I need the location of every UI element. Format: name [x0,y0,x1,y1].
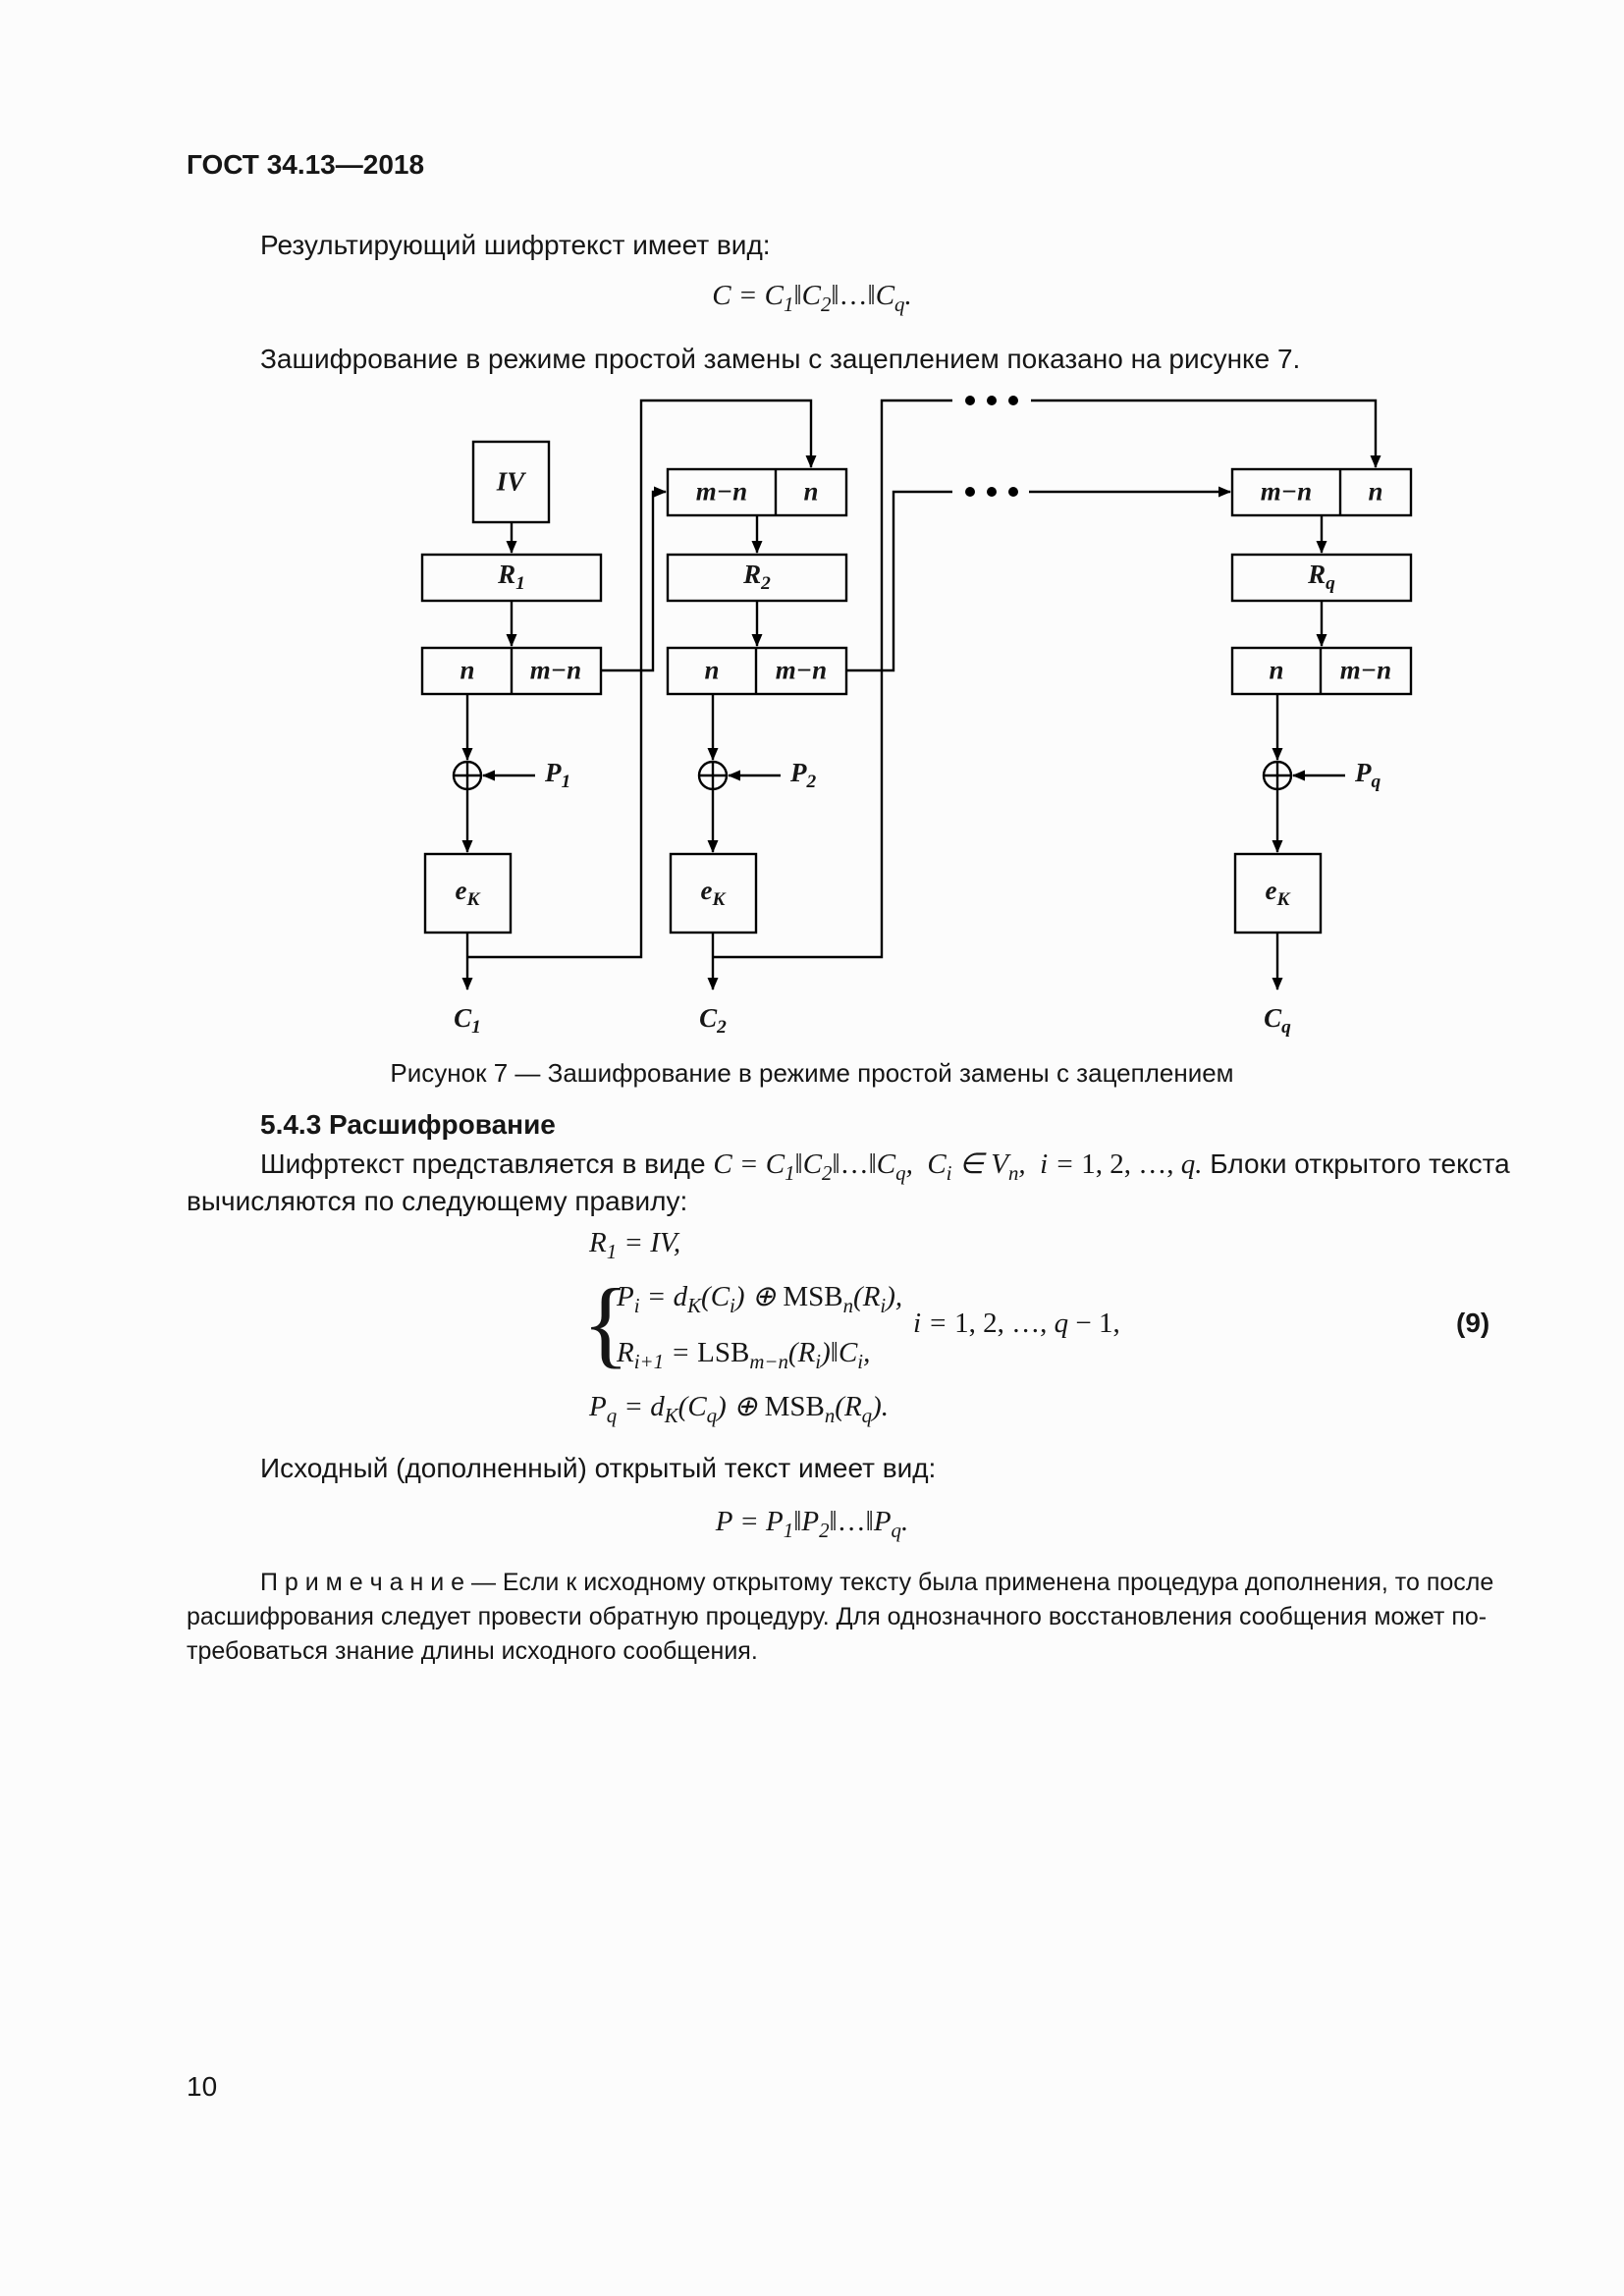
section-heading: 5.4.3 Расшифрование [260,1109,556,1140]
paragraph-plaintext: Исходный (дополненный) открытый текст им… [260,1453,937,1483]
feedback-lines [713,399,952,959]
equation-r1: R1 = IV, [589,1227,681,1263]
label-ek2: eK [700,875,726,911]
equation-system-line2: Ri+1 = LSBm−n(Ri)‖Ci, [617,1337,871,1373]
label-ekq: eK [1265,875,1290,911]
equation-pq: Pq = dK(Cq) ⊕ MSBn(Rq). [589,1391,890,1427]
paragraph-decrypt-line1: Шифртекст представляется в виде C = C1‖C… [260,1147,1510,1191]
label-p1: P1 [545,757,571,793]
ellipsis-dots [965,396,1018,497]
decrypt-text-1: Шифртекст представляется в виде [260,1148,714,1179]
register-q-box [1230,467,1413,517]
feedback-c2-line [713,399,952,959]
note-line-1: П р и м е ч а н и е — Если к исходному о… [260,1569,1494,1596]
label-iv: IV [496,466,525,497]
label-c2: C2 [699,1002,727,1039]
label-cq: Cq [1264,1002,1291,1039]
feedback-lsb2-line [846,490,952,672]
label-regq-mn: m−n [1260,476,1313,507]
label-ek1: eK [455,875,480,911]
label-s1-n: n [460,655,475,685]
feedback-c1-line [467,399,817,959]
label-regq-n: n [1368,476,1383,507]
label-reg2-mn: m−n [695,476,748,507]
label-r2: R2 [743,559,771,595]
label-c1: C1 [454,1002,481,1039]
page-number: 10 [187,2071,218,2102]
page-header: ГОСТ 34.13—2018 [187,149,425,180]
feedback-c-prev-line [1031,399,1381,468]
system-brace: { [582,1268,629,1377]
label-pq: Pq [1355,757,1381,793]
equation-number: (9) [1456,1308,1490,1338]
figure-7: IV R1 R2 Rq m−n n m−n n n m−n n m−n n m−… [412,393,1424,1055]
label-rq: Rq [1308,559,1335,595]
label-r1: R1 [498,559,525,595]
equation-system-line1: Pi = dK(Ci) ⊕ MSBn(Ri), [617,1281,903,1317]
formula-plaintext: P = P1‖P2‖…‖Pq. [715,1506,909,1542]
paragraph-decrypt-line2: вычисляются по следующему правилу: [187,1186,688,1216]
note-line-2: расшифрования следует провести обратную … [187,1603,1488,1630]
figure-7-diagram [420,396,1413,990]
label-s2-mn: m−n [775,655,828,685]
paragraph-intro-2: Зашифрование в режиме простой замены с з… [260,344,1301,374]
equation-condition: i = 1, 2, …, q − 1, [913,1308,1120,1339]
label-sq-mn: m−n [1339,655,1392,685]
flow-arrows [461,399,1381,990]
feedback-lsb1-line [601,486,667,672]
label-sq-n: n [1269,655,1284,685]
note-line-3: требоваться знание длины исходного сообщ… [187,1637,758,1665]
label-reg2-n: n [803,476,819,507]
decrypt-text-2: Блоки открытого текста [1202,1148,1510,1179]
figure-caption: Рисунок 7 — Зашифрование в режиме просто… [390,1058,1234,1088]
label-p2: P2 [790,757,817,793]
label-s2-n: n [704,655,720,685]
diagram-boxes [420,440,1413,934]
paragraph-intro-1: Результирующий шифртекст имеет вид: [260,230,771,260]
register2-box [666,467,848,517]
inline-formula-ciphertext: C = C1‖C2‖…‖Cq, Ci ∈ Vn, i = 1, 2, …, q. [713,1148,1203,1185]
label-s1-mn: m−n [529,655,582,685]
formula-ciphertext: C = C1‖C2‖…‖Cq. [712,280,912,316]
